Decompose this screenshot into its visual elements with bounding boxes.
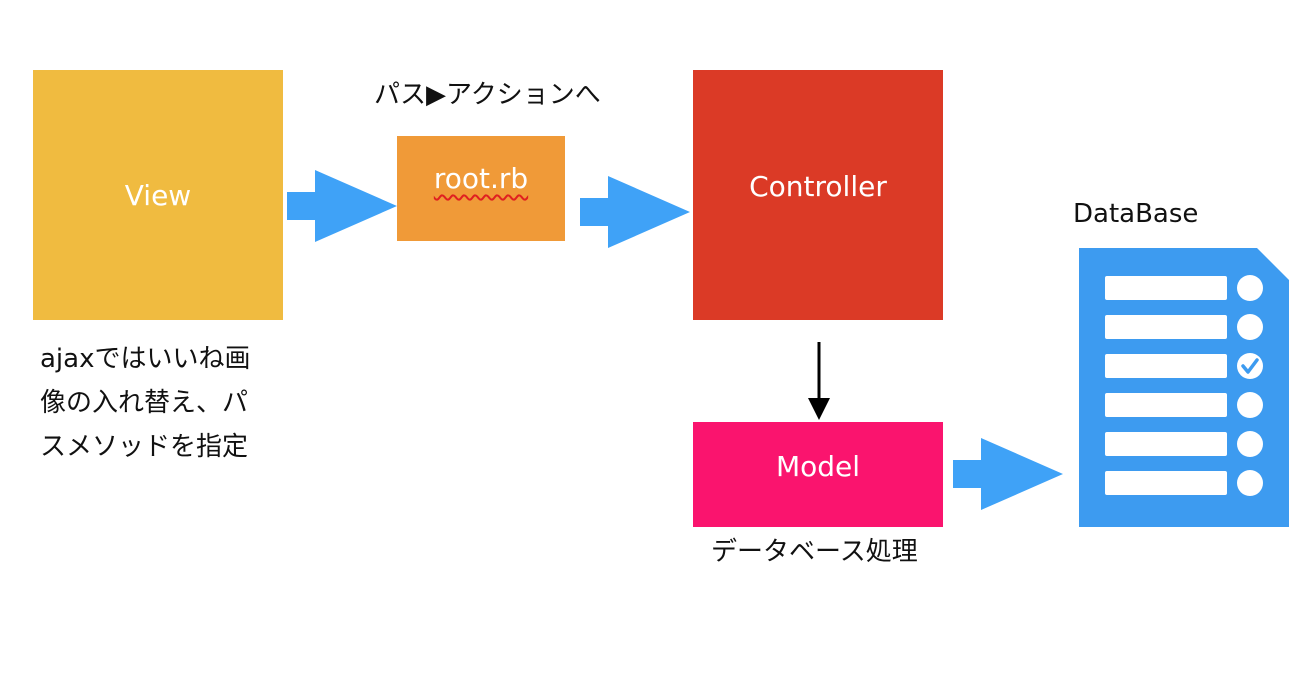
check-icon (1241, 358, 1259, 374)
view-note-line-2: 像の入れ替え、パ (40, 388, 249, 418)
model-caption: データベース処理 (711, 537, 918, 567)
view-note-line-1: ajaxではいいね画 (40, 344, 251, 374)
route-caption: パス▶アクションへ (374, 80, 601, 110)
route-box: root.rb (397, 136, 565, 241)
flow-arrow-model-to-database (953, 438, 1063, 510)
view-note: ajaxではいいね画 像の入れ替え、パ スメソッドを指定 (40, 337, 280, 469)
controller-box: Controller (693, 70, 943, 320)
database-list-icon (1079, 248, 1289, 527)
flow-arrow-route-to-controller (580, 176, 690, 248)
flow-arrow-controller-to-model (808, 342, 830, 420)
view-note-line-3: スメソッドを指定 (40, 432, 249, 462)
controller-label: Controller (749, 170, 887, 203)
flow-arrow-view-to-route (287, 170, 397, 242)
model-label: Model (775, 450, 861, 483)
database-label: DataBase (1073, 199, 1199, 229)
view-box: View (33, 70, 283, 320)
view-label: View (124, 178, 192, 212)
route-label: root.rb (433, 162, 529, 195)
model-box: Model (693, 422, 943, 527)
